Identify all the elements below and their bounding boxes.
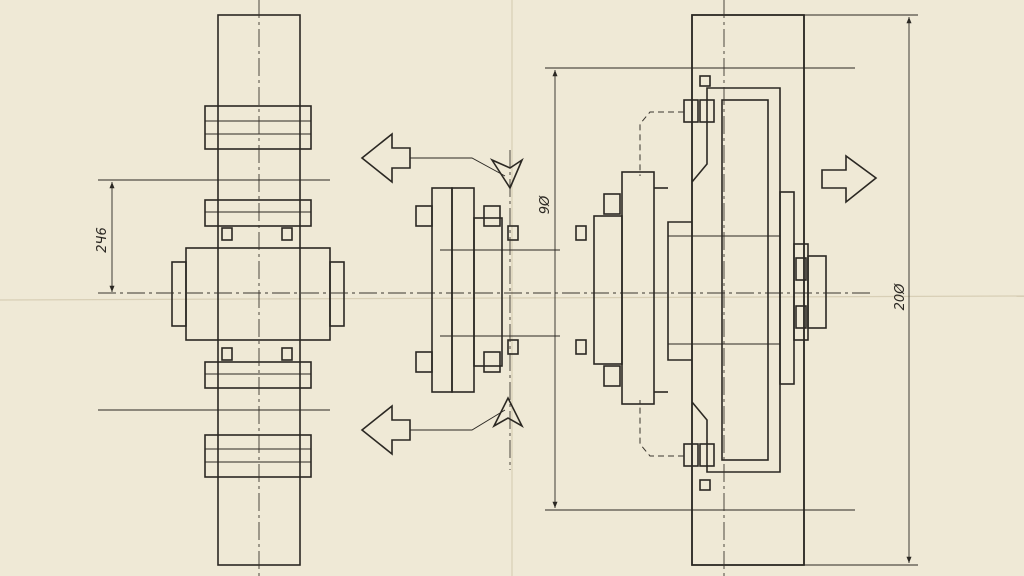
- left-shaft-assembly: [98, 0, 345, 576]
- clamp-band-bottom: [204, 434, 312, 478]
- view-arrow-top: [360, 132, 524, 190]
- clamp-band-upper: [204, 199, 312, 227]
- right-flange: [575, 171, 655, 405]
- dimension-right: 20Ø: [804, 14, 918, 566]
- dimension-center-label: 9Ø: [538, 195, 553, 214]
- cross-hub: [171, 247, 345, 341]
- clamp-band-lower: [204, 361, 312, 389]
- dimension-left: 2Ч6: [95, 182, 115, 292]
- view-arrow-bottom: [360, 396, 524, 456]
- left-flange: [415, 187, 560, 393]
- view-arrow-right: [821, 154, 878, 204]
- right-housing-section: [639, 14, 827, 566]
- paper-fold: [0, 295, 1024, 301]
- clamp-band-top: [204, 105, 312, 150]
- dimension-left-label: 2Ч6: [95, 227, 110, 252]
- dimension-right-label: 20Ø: [893, 283, 908, 311]
